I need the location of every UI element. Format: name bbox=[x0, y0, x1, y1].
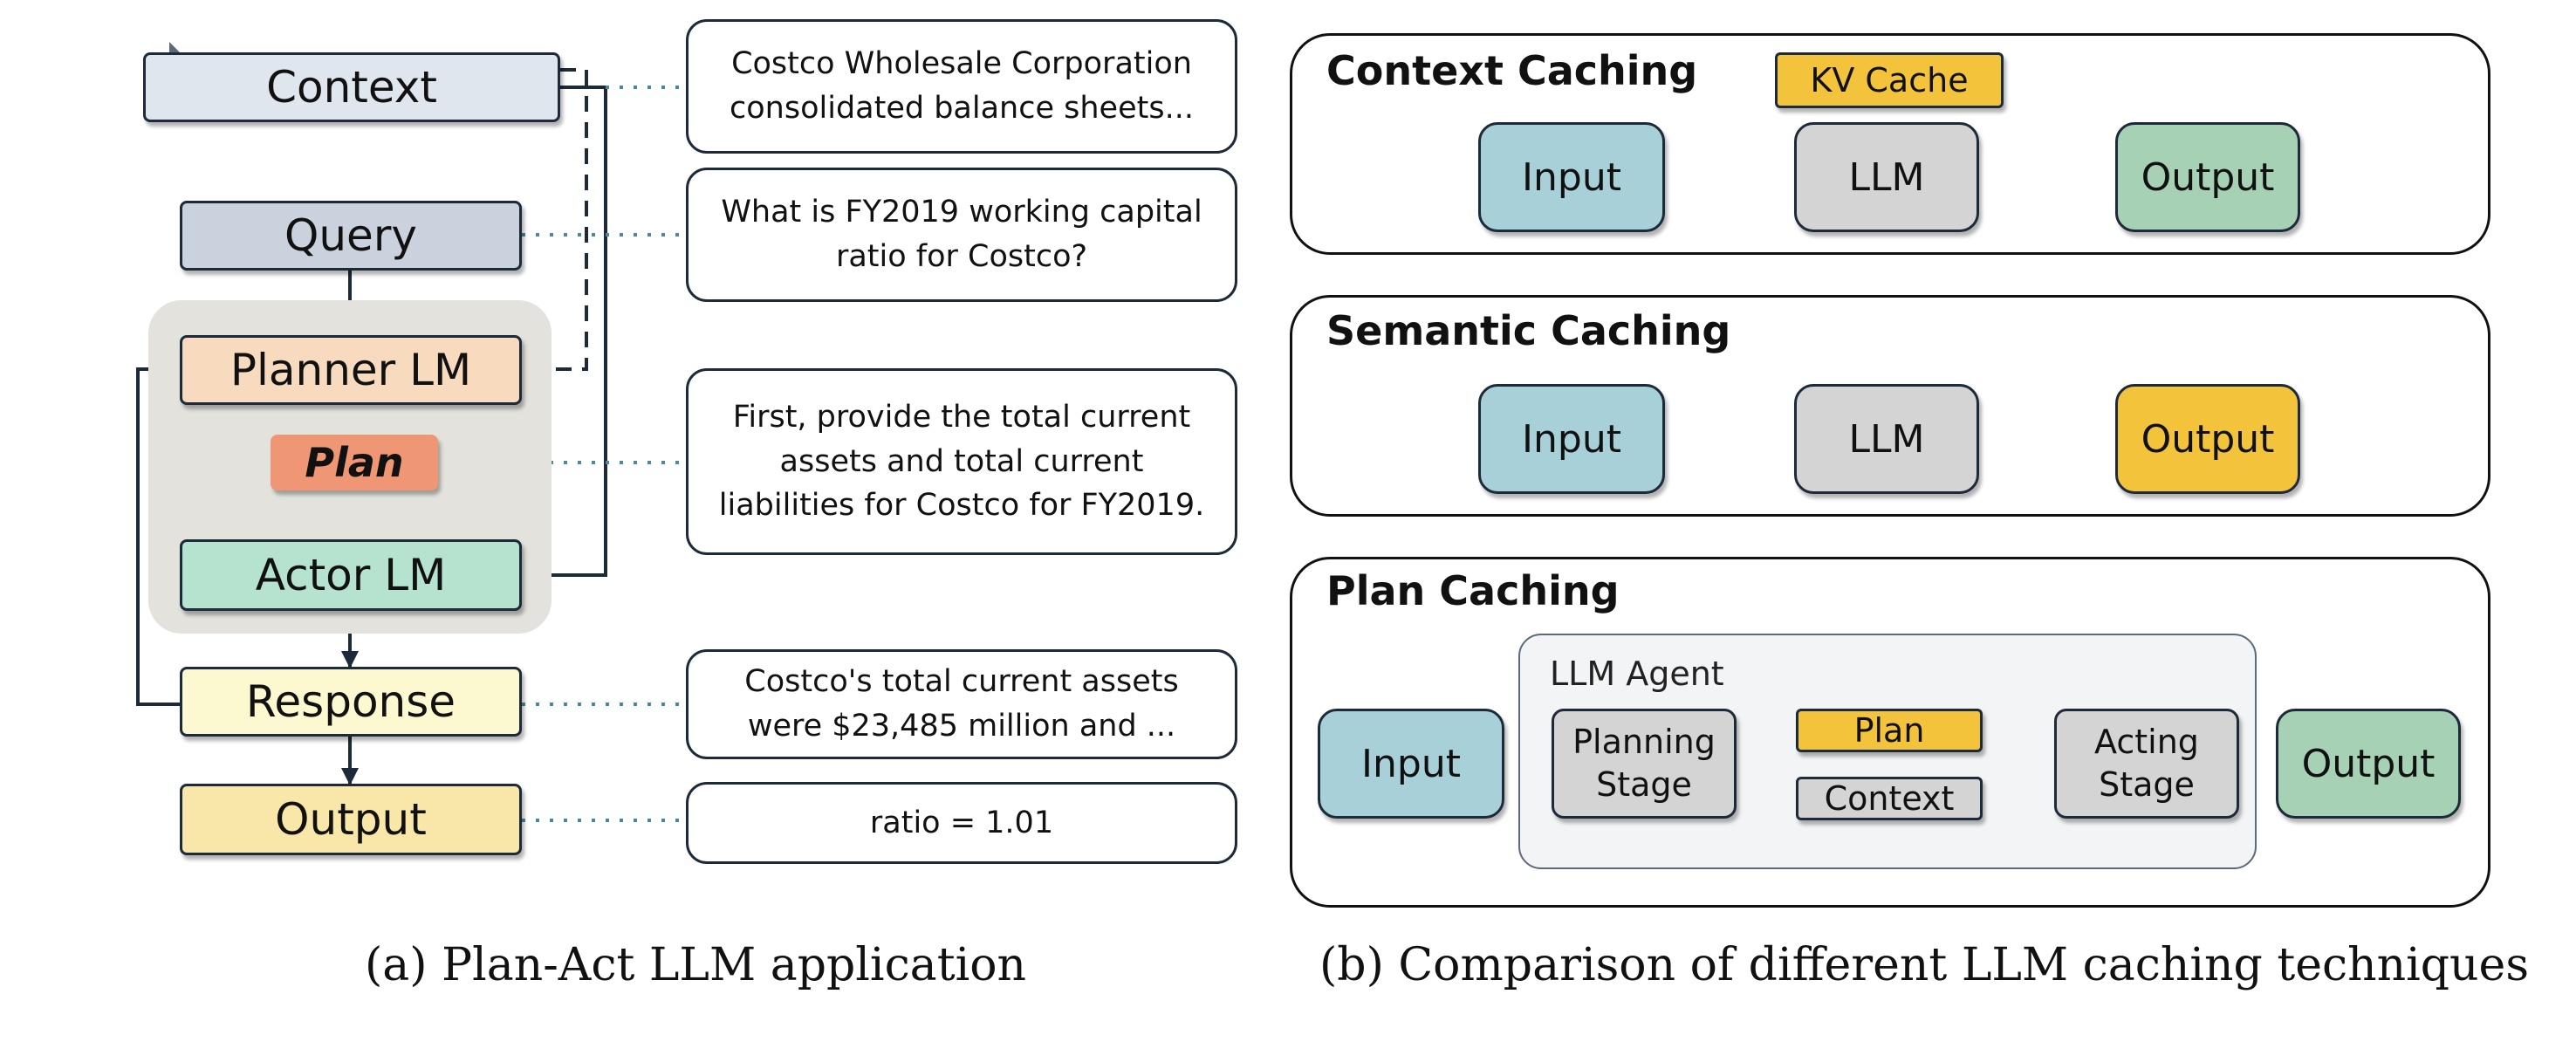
caption-left: (a) Plan-Act LLM application bbox=[365, 939, 1027, 991]
actor-node: Actor LM bbox=[180, 539, 522, 611]
output-node: Output bbox=[180, 784, 522, 855]
plan-node: Plan bbox=[271, 435, 438, 490]
sc-llm-node: LLM bbox=[1794, 384, 1979, 494]
output-label: Output bbox=[275, 794, 427, 845]
cc-output-node: Output bbox=[2115, 122, 2300, 232]
cc-output-label: Output bbox=[2141, 154, 2275, 200]
plan-caching-title: Plan Caching bbox=[1326, 567, 1620, 614]
callout-query-text: What is FY2019 working capital ratio for… bbox=[721, 195, 1202, 274]
dashed-context-planner bbox=[524, 68, 588, 378]
planner-node: Planner LM bbox=[180, 335, 522, 405]
pc-input-label: Input bbox=[1361, 741, 1461, 786]
cc-input-node: Input bbox=[1478, 122, 1665, 232]
cc-llm-label: LLM bbox=[1848, 154, 1925, 200]
pc-output-node: Output bbox=[2276, 709, 2461, 819]
planner-label: Planner LM bbox=[230, 345, 472, 395]
response-node: Response bbox=[180, 667, 522, 737]
kv-cache-label: KV Cache bbox=[1810, 61, 1969, 99]
sc-input-label: Input bbox=[1522, 416, 1621, 462]
solid-context-actor bbox=[524, 86, 607, 584]
callout-plan: First, provide the total current assets … bbox=[686, 368, 1237, 555]
callout-plan-text: First, provide the total current assets … bbox=[718, 399, 1205, 524]
semantic-caching-title: Semantic Caching bbox=[1326, 307, 1731, 354]
sc-output-label: Output bbox=[2141, 416, 2275, 462]
pc-planning-stage-label: Planning Stage bbox=[1572, 722, 1716, 804]
sc-input-node: Input bbox=[1478, 384, 1665, 494]
actor-label: Actor LM bbox=[255, 550, 447, 600]
context-caching-title: Context Caching bbox=[1326, 47, 1698, 94]
callout-context-text: Costco Wholesale Corporation consolidate… bbox=[730, 46, 1194, 126]
pc-plan-label: Plan bbox=[1853, 711, 1925, 750]
pc-planning-stage-node: Planning Stage bbox=[1552, 709, 1737, 819]
query-label: Query bbox=[284, 210, 417, 261]
pc-acting-stage-node: Acting Stage bbox=[2054, 709, 2239, 819]
pc-context-label: Context bbox=[1824, 779, 1955, 818]
pc-output-label: Output bbox=[2301, 741, 2436, 786]
plan-label: Plan bbox=[305, 439, 404, 486]
callout-context: Costco Wholesale Corporation consolidate… bbox=[686, 19, 1237, 154]
context-label: Context bbox=[266, 62, 437, 113]
callout-response: Costco's total current assets were $23,4… bbox=[686, 649, 1237, 759]
cc-input-label: Input bbox=[1522, 154, 1621, 200]
llm-agent-label: LLM Agent bbox=[1550, 655, 1724, 693]
callout-response-text: Costco's total current assets were $23,4… bbox=[744, 664, 1179, 744]
callout-output-text: ratio = 1.01 bbox=[869, 805, 1054, 840]
cc-llm-node: LLM bbox=[1794, 122, 1979, 232]
pc-acting-stage-label: Acting Stage bbox=[2094, 722, 2199, 804]
callout-output: ratio = 1.01 bbox=[686, 782, 1237, 864]
kv-cache-badge: KV Cache bbox=[1775, 52, 2004, 108]
pc-plan-node: Plan bbox=[1796, 709, 1983, 752]
pc-context-node: Context bbox=[1796, 777, 1983, 820]
callout-query: What is FY2019 working capital ratio for… bbox=[686, 168, 1237, 302]
response-label: Response bbox=[245, 676, 456, 727]
sc-llm-label: LLM bbox=[1848, 416, 1925, 462]
sc-output-node: Output bbox=[2115, 384, 2300, 494]
context-node: Context bbox=[143, 52, 560, 122]
query-node: Query bbox=[180, 201, 522, 271]
caption-right: (b) Comparison of different LLM caching … bbox=[1319, 939, 2529, 991]
pc-input-node: Input bbox=[1318, 709, 1504, 819]
